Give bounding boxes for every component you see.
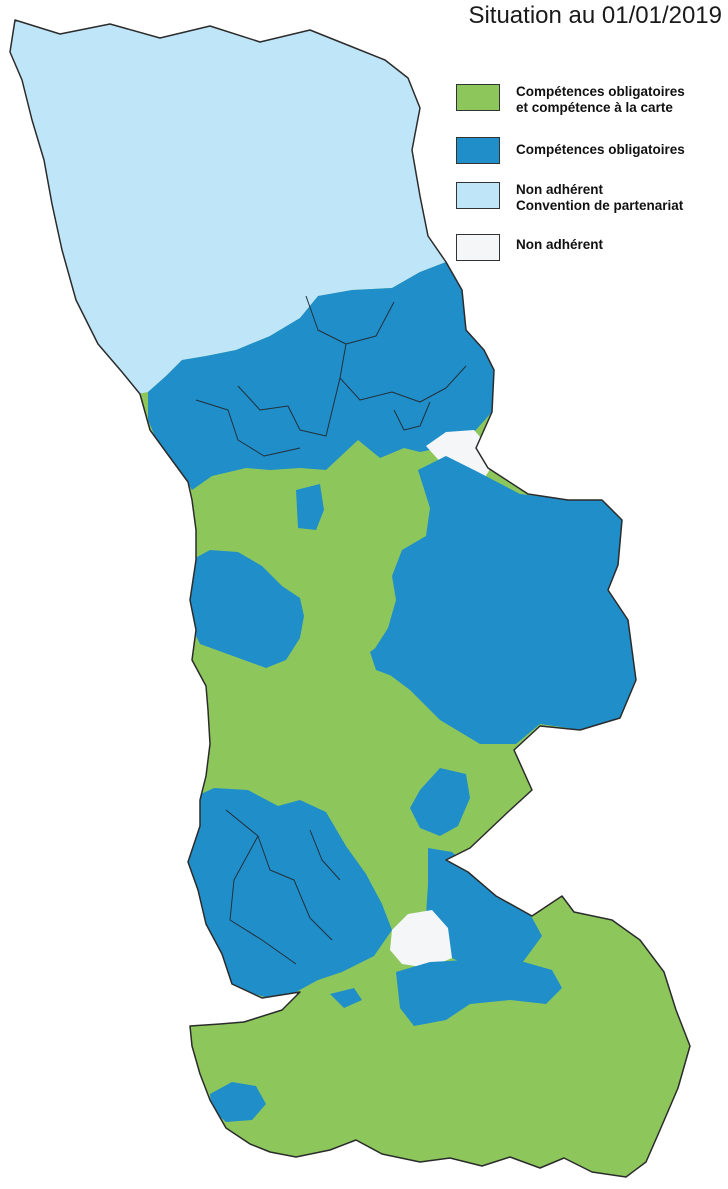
legend-label: Compétences obligatoires [516, 142, 685, 158]
zone-sw-blue [186, 788, 392, 1000]
internal-border [229, 835, 297, 965]
legend-label-line1: Non adhérent [516, 182, 604, 197]
zone-south-central-blue [426, 848, 542, 968]
legend-item-white: Non adhérent [456, 234, 603, 261]
legend-label: Non adhérent Convention de partenariat [516, 182, 683, 214]
zone-blue-arm [410, 768, 470, 836]
legend-item-green: Compétences obligatoires et compétence à… [456, 84, 685, 116]
zone-white-south [390, 910, 452, 968]
internal-border [237, 377, 341, 437]
legend-label-line1: Compétences obligatoires [516, 84, 685, 99]
legend-label: Compétences obligatoires et compétence à… [516, 84, 685, 116]
zone-finger-blue [296, 484, 324, 530]
zone-white-ne [426, 430, 492, 482]
zone-north-blue [148, 262, 494, 490]
legend-label: Non adhérent [516, 237, 603, 253]
internal-border [195, 399, 301, 457]
internal-border [393, 401, 431, 431]
legend-swatch-blue [456, 137, 500, 164]
legend-label-line2: et compétence à la carte [516, 100, 673, 115]
map-title: Situation au 01/01/2019 [468, 2, 722, 29]
legend-label-line2: Convention de partenariat [516, 198, 684, 213]
legend-item-blue: Compétences obligatoires [456, 137, 685, 164]
zone-blue-far-sw [210, 1082, 266, 1122]
zone-south-blue-band [396, 960, 562, 1026]
zone-blue-islet [330, 988, 362, 1008]
legend-swatch-light-blue [456, 182, 500, 209]
zone-west-mid-blue [186, 550, 304, 668]
legend-label-line1: Compétences obligatoires [516, 142, 685, 157]
zone-east-blue [374, 456, 640, 744]
department-outline [9, 19, 691, 1178]
legend-item-light-blue: Non adhérent Convention de partenariat [456, 182, 683, 214]
legend-label-line1: Non adhérent [516, 237, 604, 252]
internal-border [309, 829, 341, 881]
internal-border [225, 809, 333, 941]
legend-swatch-white [456, 234, 500, 261]
zone-small-blue [370, 642, 404, 676]
legend-swatch-green [456, 84, 500, 111]
